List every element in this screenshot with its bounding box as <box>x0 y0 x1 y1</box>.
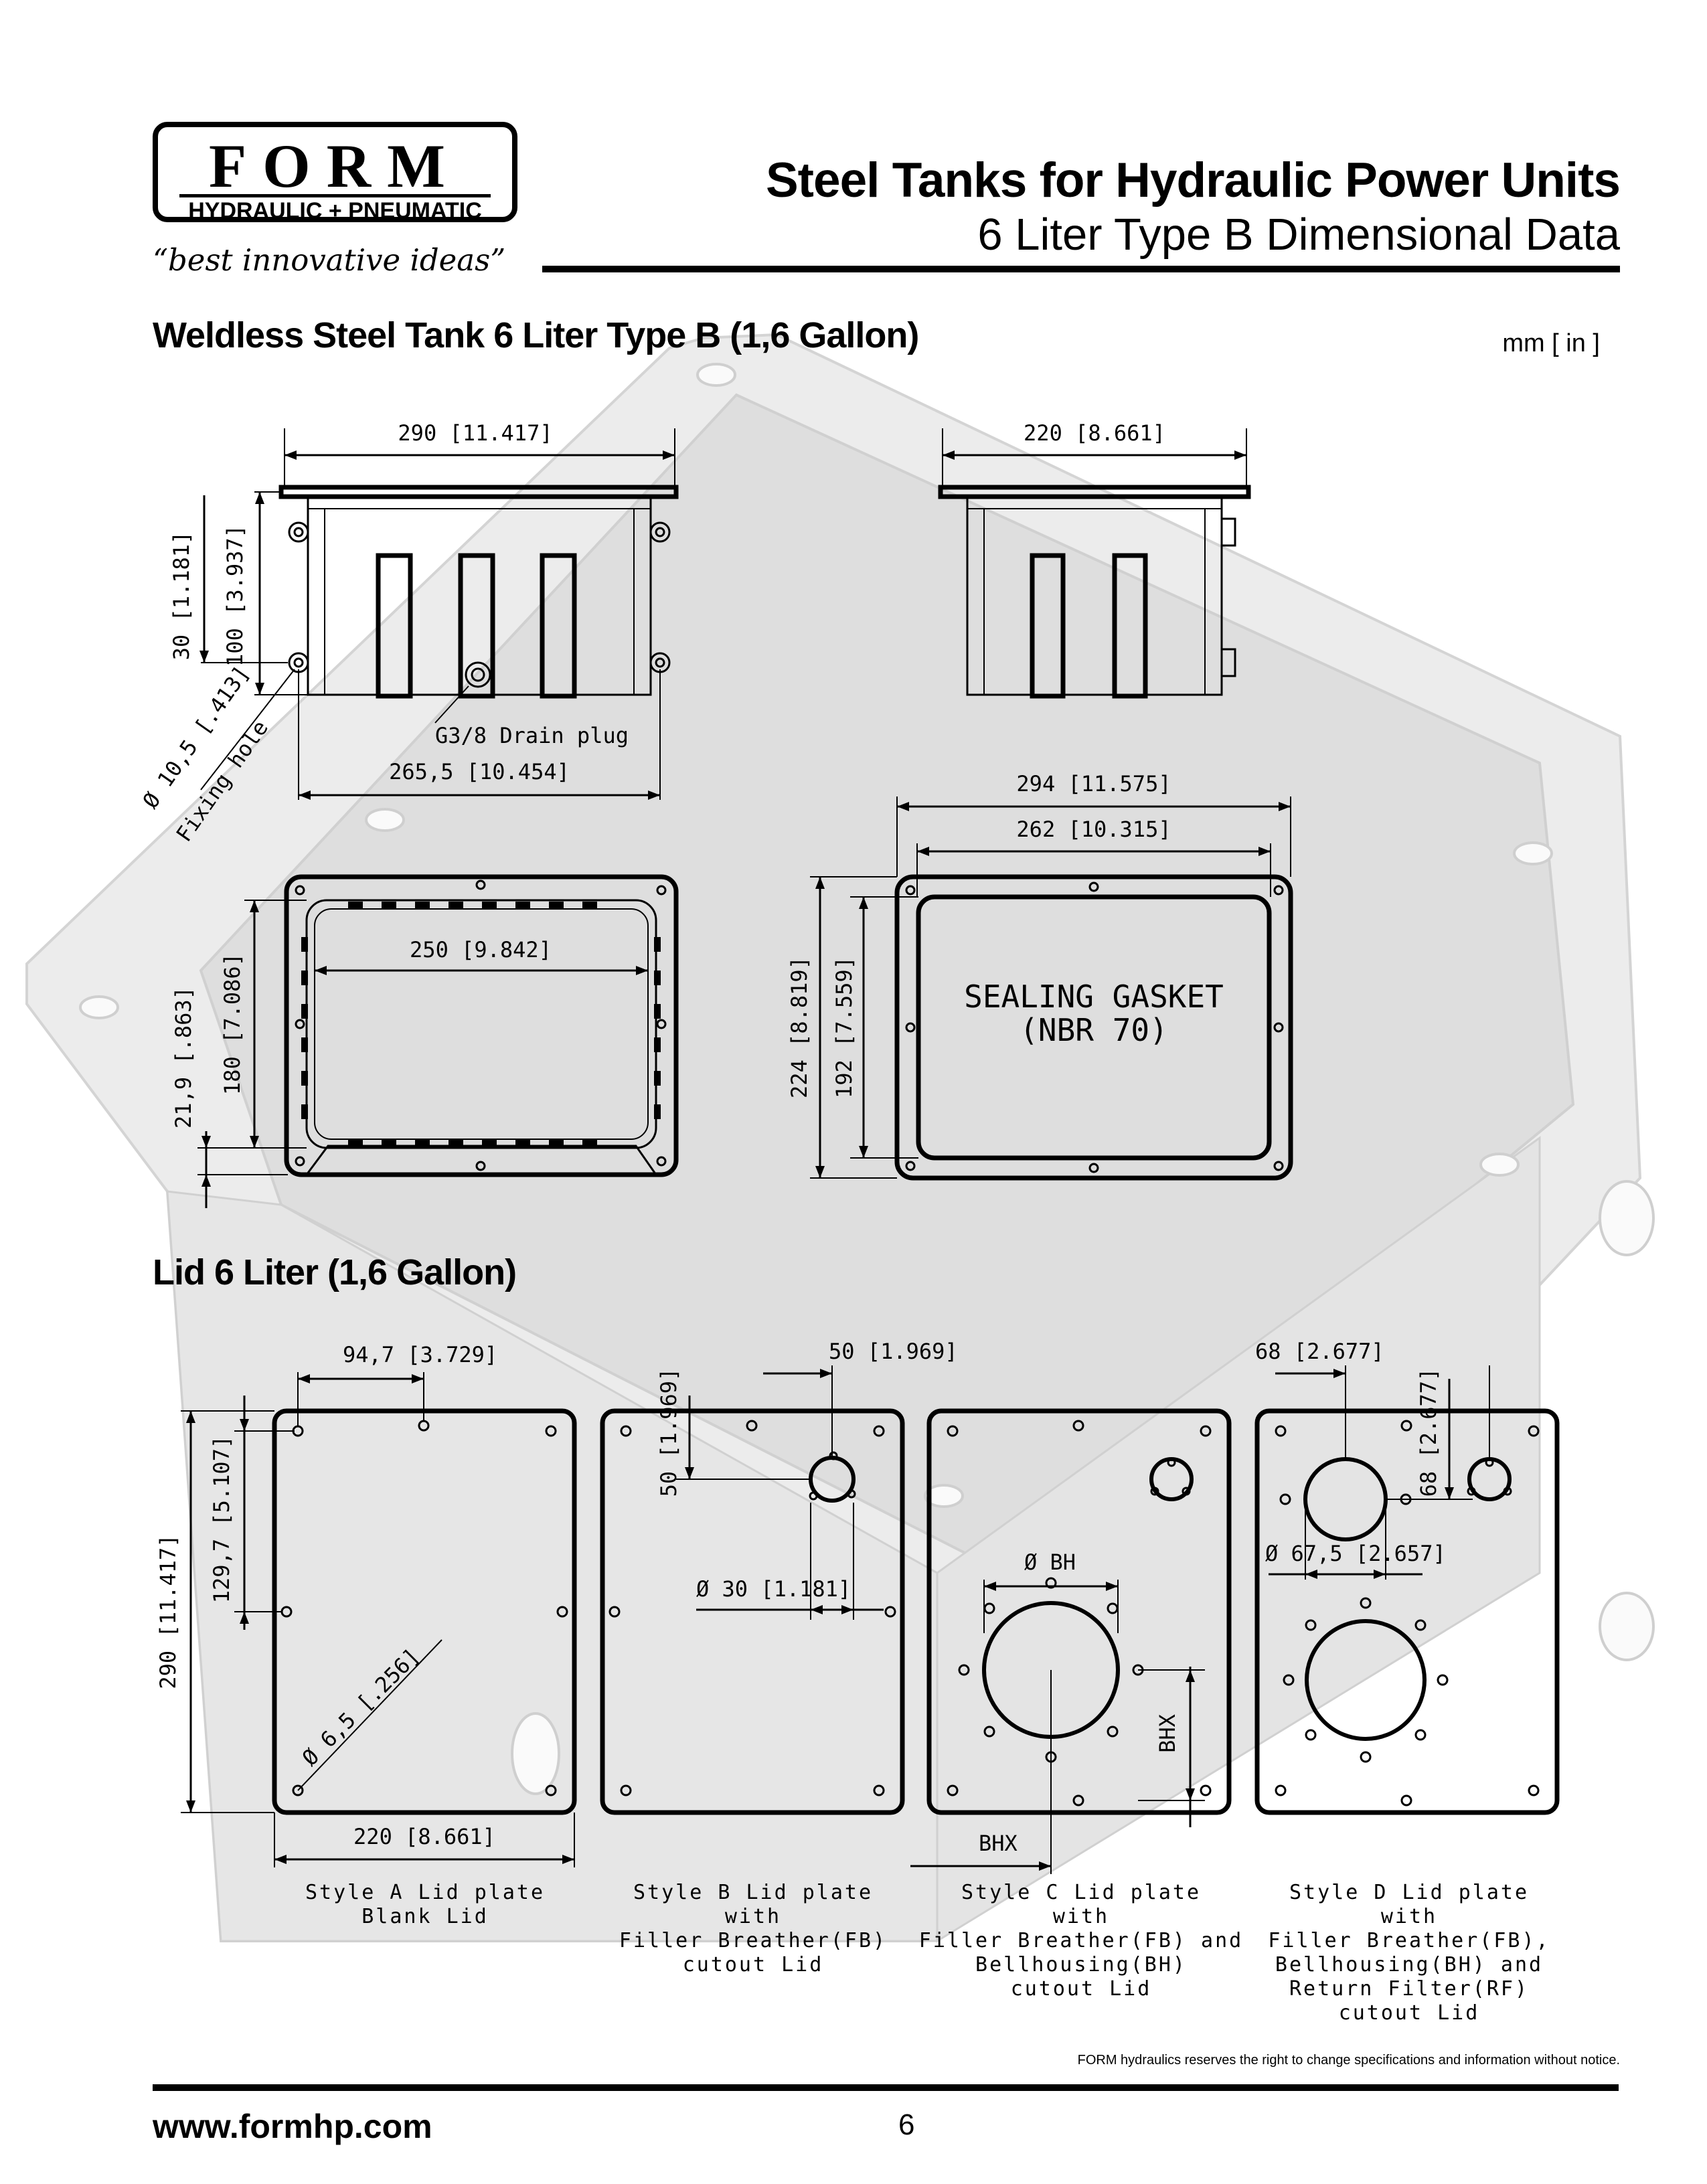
lid-a-height-dim: 290 [11.417] <box>155 1534 181 1689</box>
lid-d-x-dim: 68 [2.677] <box>1255 1339 1384 1364</box>
hole-spacing-dim: 265,5 [10.454] <box>389 759 570 784</box>
form-logo: FORM HYDRAULIC + PNEUMATIC <box>153 122 517 224</box>
lid-c-bhx-vertical: BHX <box>1155 1714 1180 1753</box>
gasket-outer-height-dim: 224 [8.819] <box>787 956 812 1098</box>
top-offset-dim: 21,9 [.863] <box>171 987 196 1128</box>
lid-style-d: 68 [2.677] 68 [2.677] Ø 67,5 [2.657] <box>1254 1339 1560 1815</box>
lid-b-y-dim: 50 [1.969] <box>656 1368 681 1497</box>
lid-style-a: 94,7 [3.729] 290 [11.417] 129,7 [5.107] … <box>155 1342 577 1867</box>
lid-a-hole-dim: Ø 6,5 [.256] <box>297 1643 424 1770</box>
side-width-dim: 220 [8.661] <box>1024 420 1165 446</box>
tank-top-view: 250 [9.842] 180 [7.086] 21,9 [.863] <box>171 874 679 1208</box>
lid-b-hole-dim: Ø 30 [1.181] <box>696 1576 851 1602</box>
lid-c-bh-dia: Ø BH <box>1024 1549 1076 1575</box>
lid-a-width-dim: 220 [8.661] <box>353 1824 495 1849</box>
lid-c-caption: Style C Lid plate with Filler Breather(F… <box>918 1881 1244 2001</box>
lid-b-caption: Style B Lid plate with Filler Breather(F… <box>619 1881 888 1977</box>
lid-a-top-dim: 94,7 [3.729] <box>343 1342 497 1367</box>
lid-section-heading: Lid 6 Liter (1,6 Gallon) <box>153 1252 517 1292</box>
website-link[interactable]: www.formhp.com <box>153 2108 432 2145</box>
gasket-label-line2: (NBR 70) <box>1020 1012 1168 1048</box>
page-title: Steel Tanks for Hydraulic Power Units <box>765 153 1621 207</box>
logo-subtitle: HYDRAULIC + PNEUMATIC <box>179 194 491 224</box>
units-label: mm [ in ] <box>1502 329 1600 357</box>
disclaimer: FORM hydraulics reserves the right to ch… <box>1077 2053 1620 2068</box>
header-rule <box>542 266 1620 272</box>
front-lug-dim: 30 [1.181] <box>169 531 194 661</box>
lid-d-rf-dia: Ø 67,5 [2.657] <box>1265 1541 1446 1566</box>
tank-section-heading: Weldless Steel Tank 6 Liter Type B (1,6 … <box>153 315 919 355</box>
tank-side-view: 220 [8.661] <box>938 420 1251 699</box>
lid-style-b: 50 [1.969] 50 [1.969] Ø 30 [1.181] <box>600 1339 958 1815</box>
page-subtitle: 6 Liter Type B Dimensional Data <box>977 209 1620 260</box>
gasket-label-line1: SEALING GASKET <box>964 979 1224 1015</box>
logo-name: FORM <box>208 132 462 200</box>
lid-style-c: Ø BH BHX BHX <box>910 1408 1232 1874</box>
front-height-dim: 100 [3.937] <box>222 525 248 667</box>
tank-front-view: 290 [11.417] 100 [3.937] 30 [1.181] Ø 10… <box>137 420 679 847</box>
gasket-outer-width-dim: 294 [11.575] <box>1016 771 1171 796</box>
front-width-dim: 290 [11.417] <box>398 420 552 446</box>
lid-c-bhx-horizontal: BHX <box>979 1831 1018 1856</box>
lid-d-y-dim: 68 [2.677] <box>1416 1368 1441 1497</box>
lid-d-caption: Style D Lid plate with Filler Breather(F… <box>1268 1881 1550 2025</box>
lid-b-x-dim: 50 [1.969] <box>829 1339 958 1364</box>
top-height-dim: 180 [7.086] <box>220 953 245 1095</box>
tagline: “best innovative ideas” <box>153 242 506 278</box>
page-number: 6 <box>898 2108 915 2141</box>
sealing-gasket-view: 294 [11.575] 262 [10.315] SEALING GASKET… <box>787 771 1293 1181</box>
drain-plug-label: G3/8 Drain plug <box>435 723 629 748</box>
top-inner-width-dim: 250 [9.842] <box>410 937 552 962</box>
footer-rule <box>153 2084 1619 2091</box>
gasket-inner-height-dim: 192 [7.559] <box>831 956 857 1098</box>
lid-a-caption: Style A Lid plate Blank Lid <box>305 1881 546 1928</box>
lid-a-half-height-dim: 129,7 [5.107] <box>209 1436 234 1603</box>
gasket-inner-width-dim: 262 [10.315] <box>1016 817 1171 842</box>
